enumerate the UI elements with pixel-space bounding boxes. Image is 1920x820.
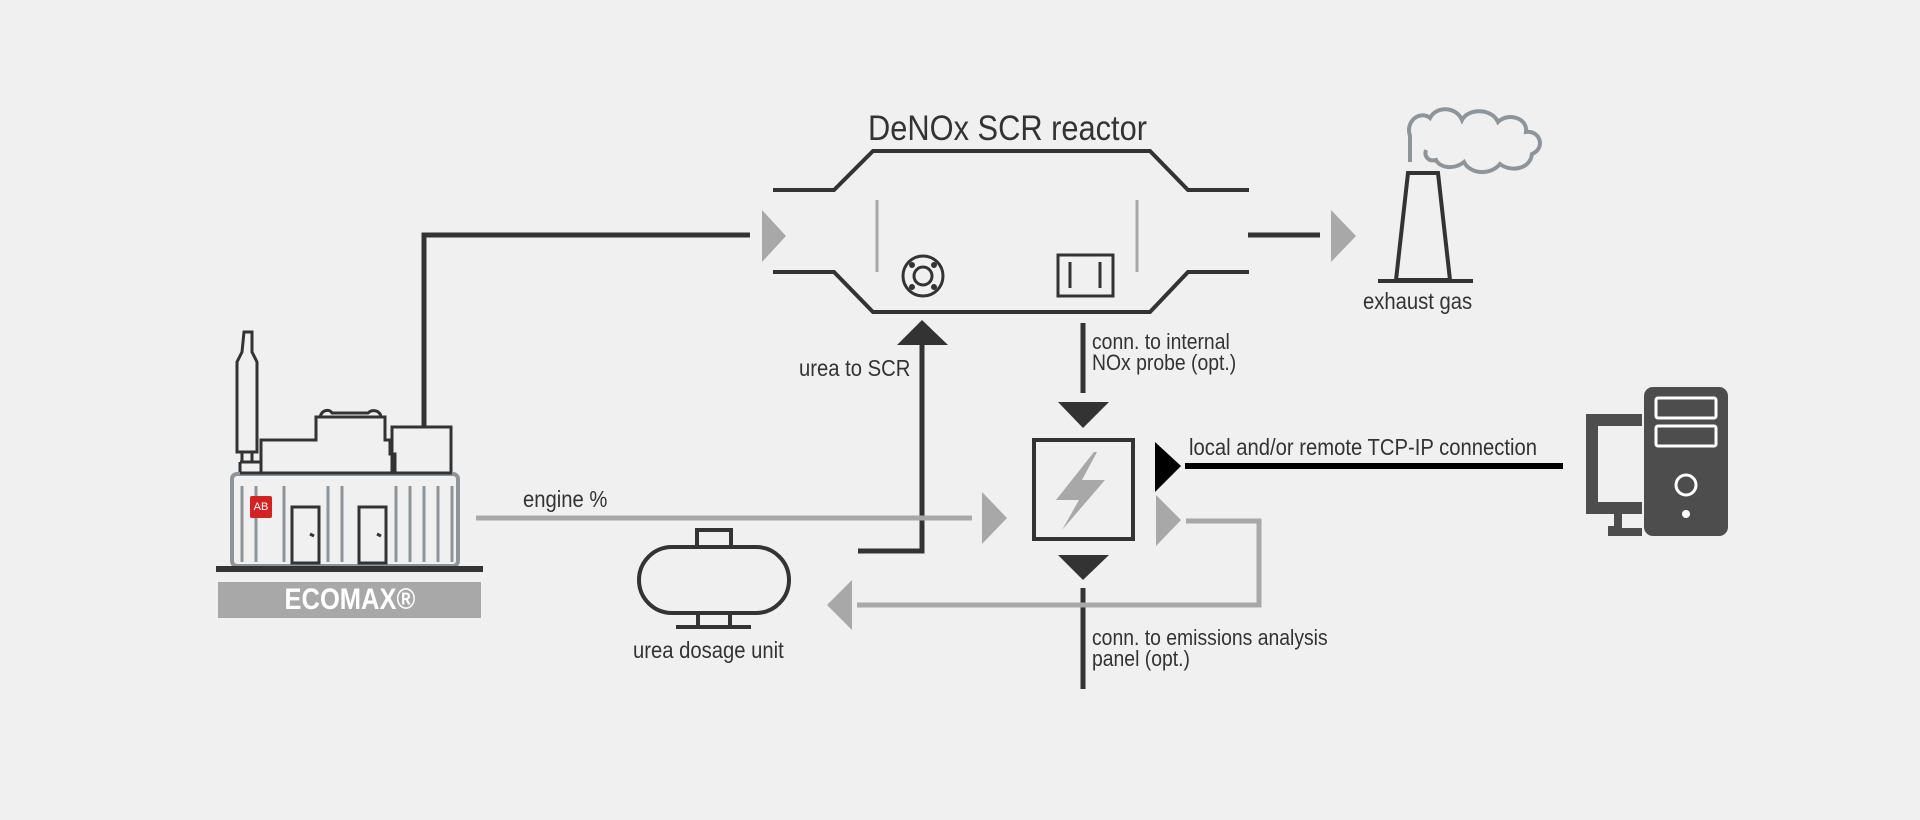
emissions-label-line2: panel (opt.) [1092,646,1190,671]
emissions-label-line1: conn. to emissions analysis [1092,625,1328,650]
urea-tank-icon [637,528,791,629]
urea-dosage-unit-label: urea dosage unit [633,637,784,663]
reactor-title: DeNOx SCR reactor [868,109,1147,148]
controller-icon [1032,438,1135,541]
engine-percent-label: engine % [523,486,608,512]
urea-unit-arrow [827,580,852,630]
nox-probe-label-line2: NOx probe (opt.) [1092,350,1237,375]
reactor-inlet-arrow [762,210,786,262]
nox-probe-arrow [1058,402,1109,428]
lightning-icon [1056,452,1105,530]
exhaust-gas-label: exhaust gas [1363,288,1473,314]
dosage-signal-arrow [1156,495,1181,546]
tcp-arrow [1155,442,1181,492]
nox-probe-label-line1: conn. to internal [1092,329,1230,354]
computer-icon [1586,387,1728,536]
emissions-arrow [1058,555,1109,580]
brand-name: ECOMAX® [284,583,415,616]
urea-to-scr-label: urea to SCR [799,355,911,381]
genset-icon [216,330,483,572]
nox-sensor-icon [1056,253,1115,298]
urea-to-scr-line [858,345,925,554]
engine-signal-arrow [982,492,1007,544]
urea-injector-icon [901,254,945,298]
logo-text: AB [253,501,269,513]
scr-reactor-icon [773,149,1249,314]
chimney-arrow [1331,210,1356,262]
exhaust-pipe-line [421,232,750,425]
smoke-cloud-icon [1407,107,1542,174]
chimney-icon [1378,171,1473,283]
logo-badge: AB [250,496,272,518]
tcp-connection-label: local and/or remote TCP-IP connection [1189,434,1538,460]
dosage-signal-line [857,518,1262,608]
urea-injection-arrow [897,320,948,345]
brand-bar: ECOMAX® [218,582,481,618]
